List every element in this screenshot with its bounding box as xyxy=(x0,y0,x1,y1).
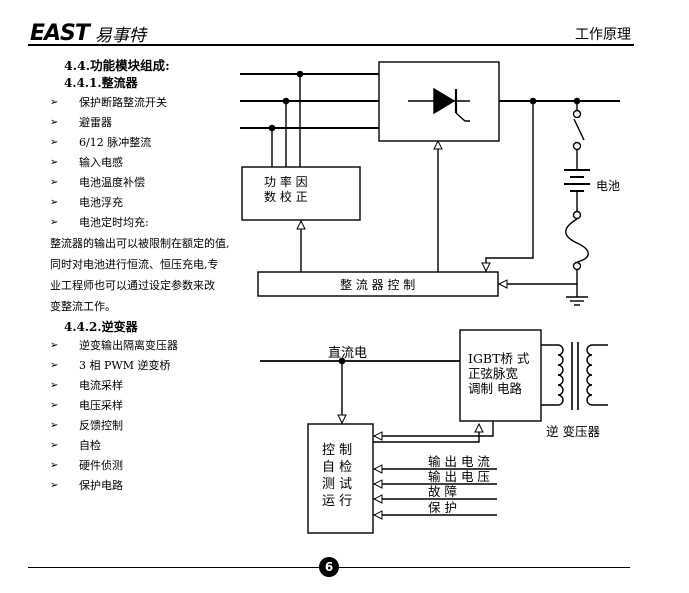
bullet-arrow-icon: ➢ xyxy=(50,360,59,371)
page-number: 6 xyxy=(319,557,339,577)
rectifier-list: ➢保护断路整流开关 ➢避雷器 ➢6/12 脉冲整流 ➢输入电感 ➢电池温度补偿 … xyxy=(50,93,167,233)
logo-chinese: 易事特 xyxy=(94,25,146,46)
pf-label-line-1: 功 率 因 xyxy=(264,174,308,189)
list-item: ➢输入电感 xyxy=(50,153,167,173)
signal-output-current: 输 出 电 流 xyxy=(428,454,490,469)
logo-text: EAST xyxy=(30,20,90,46)
bullet-arrow-icon: ➢ xyxy=(50,340,59,351)
rectifier-title: 4.4.1.整流器 xyxy=(64,76,138,90)
page-header-title: 工作原理 xyxy=(575,27,631,43)
brand-logo: EAST 易事特 xyxy=(30,20,146,46)
rectifier-diagram xyxy=(240,61,620,306)
list-item: ➢6/12 脉冲整流 xyxy=(50,133,167,153)
rectifier-diagram-labels: 功 率 因 数 校 正 整 流 器 控 制 电池 xyxy=(264,174,620,292)
list-item: ➢电流采样 xyxy=(50,376,178,396)
list-item: ➢自检 xyxy=(50,436,178,456)
inverter-diagram-labels: 直流电 IGBT桥 式 正弦脉宽 调制 电路 逆 变压器 控 制 自 检 测 试… xyxy=(322,346,600,515)
inverter-list: ➢逆变输出隔离变压器 ➢3 相 PWM 逆变桥 ➢电流采样 ➢电压采样 ➢反馈控… xyxy=(50,336,178,496)
bullet-arrow-icon: ➢ xyxy=(50,117,59,128)
battery-label: 电池 xyxy=(596,179,620,193)
section-title: 4.4.功能模块组成: xyxy=(64,58,170,73)
bullet-arrow-icon: ➢ xyxy=(50,380,59,391)
bullet-arrow-icon: ➢ xyxy=(50,400,59,411)
list-item: ➢电池定时均充: xyxy=(50,213,167,233)
list-item: ➢保护电路 xyxy=(50,476,178,496)
ctrl-label-2: 自 检 xyxy=(322,460,352,475)
bullet-arrow-icon: ➢ xyxy=(50,480,59,491)
pf-label-line-2: 数 校 正 xyxy=(264,189,308,204)
list-item: ➢逆变输出隔离变压器 xyxy=(50,336,178,356)
bullet-arrow-icon: ➢ xyxy=(50,217,59,228)
bullet-arrow-icon: ➢ xyxy=(50,137,59,148)
bullet-arrow-icon: ➢ xyxy=(50,420,59,431)
transformer-label: 逆 变压器 xyxy=(546,424,600,439)
igbt-box xyxy=(459,329,542,422)
bullet-arrow-icon: ➢ xyxy=(50,440,59,451)
list-item: ➢避雷器 xyxy=(50,113,167,133)
ctrl-label-3: 测 试 xyxy=(322,477,352,492)
ctrl-label-4: 运 行 xyxy=(322,494,352,509)
list-item: ➢3 相 PWM 逆变桥 xyxy=(50,356,178,376)
bullet-arrow-icon: ➢ xyxy=(50,197,59,208)
bullet-arrow-icon: ➢ xyxy=(50,157,59,168)
list-item: ➢电压采样 xyxy=(50,396,178,416)
list-item: ➢反馈控制 xyxy=(50,416,178,436)
signal-output-voltage: 输 出 电 压 xyxy=(428,469,490,484)
igbt-label-line-3: 调制 电路 xyxy=(468,381,522,396)
bullet-arrow-icon: ➢ xyxy=(50,460,59,471)
list-item: ➢电池浮充 xyxy=(50,193,167,213)
inverter-diagram xyxy=(260,329,608,534)
list-item: ➢保护断路整流开关 xyxy=(50,93,167,113)
list-item: ➢电池温度补偿 xyxy=(50,173,167,193)
inverter-title: 4.4.2.逆变器 xyxy=(64,320,138,334)
signal-protection: 保 护 xyxy=(428,500,457,515)
dc-bus-label: 直流电 xyxy=(328,346,367,361)
bullet-arrow-icon: ➢ xyxy=(50,177,59,188)
list-item: ➢硬件侦测 xyxy=(50,456,178,476)
igbt-label-line-2: 正弦脉宽 xyxy=(468,366,518,381)
ctrl-label-1: 控 制 xyxy=(322,443,352,458)
igbt-label-line-1: IGBT桥 式 xyxy=(468,351,530,366)
rect-control-label: 整 流 器 控 制 xyxy=(340,277,415,292)
signal-fault: 故 障 xyxy=(428,484,457,499)
bullet-arrow-icon: ➢ xyxy=(50,97,59,108)
control-box xyxy=(307,423,374,534)
header-rule xyxy=(28,44,634,46)
rectifier-description: 整流器的输出可以被限制在额定的值, 同时对电池进行恒流、恒压充电,专 业工程师也… xyxy=(50,237,230,313)
